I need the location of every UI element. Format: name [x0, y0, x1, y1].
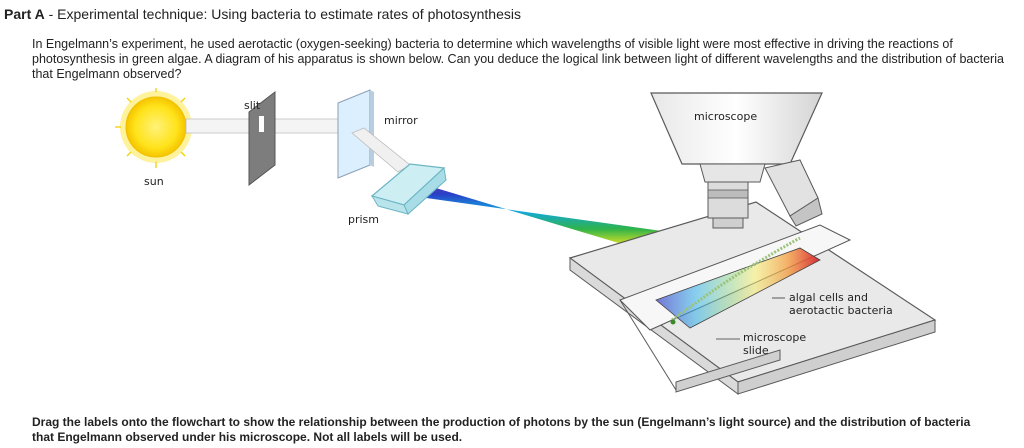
microscope-slide-label: microscope	[743, 331, 806, 344]
algal-cells-label: algal cells and	[789, 291, 868, 304]
prism-label: prism	[348, 213, 379, 226]
part-separator: -	[44, 6, 58, 22]
sun-icon	[115, 88, 197, 168]
microscope-label: microscope	[694, 110, 757, 123]
microscope	[650, 92, 823, 229]
slit-plate	[248, 90, 276, 187]
aerotactic-bacteria-label: aerotactic bacteria	[789, 304, 893, 317]
part-label: Part A	[4, 6, 45, 22]
mirror-label: mirror	[384, 114, 418, 127]
algal-filament	[671, 236, 801, 322]
slit-label: slit	[244, 99, 261, 112]
part-title: Experimental technique: Using bacteria t…	[57, 6, 521, 22]
prism	[370, 163, 447, 215]
part-header: Part A - Experimental technique: Using b…	[4, 6, 521, 22]
engelmann-apparatus-diagram: sun slit mirror prism	[115, 88, 937, 395]
microscope-slide	[619, 224, 852, 331]
sun-label: sun	[144, 175, 164, 188]
intro-paragraph: In Engelmann’s experiment, he used aerot…	[32, 37, 1004, 81]
instruction-text: Drag the labels onto the flowchart to sh…	[32, 415, 971, 444]
slide-label: slide	[743, 344, 769, 357]
